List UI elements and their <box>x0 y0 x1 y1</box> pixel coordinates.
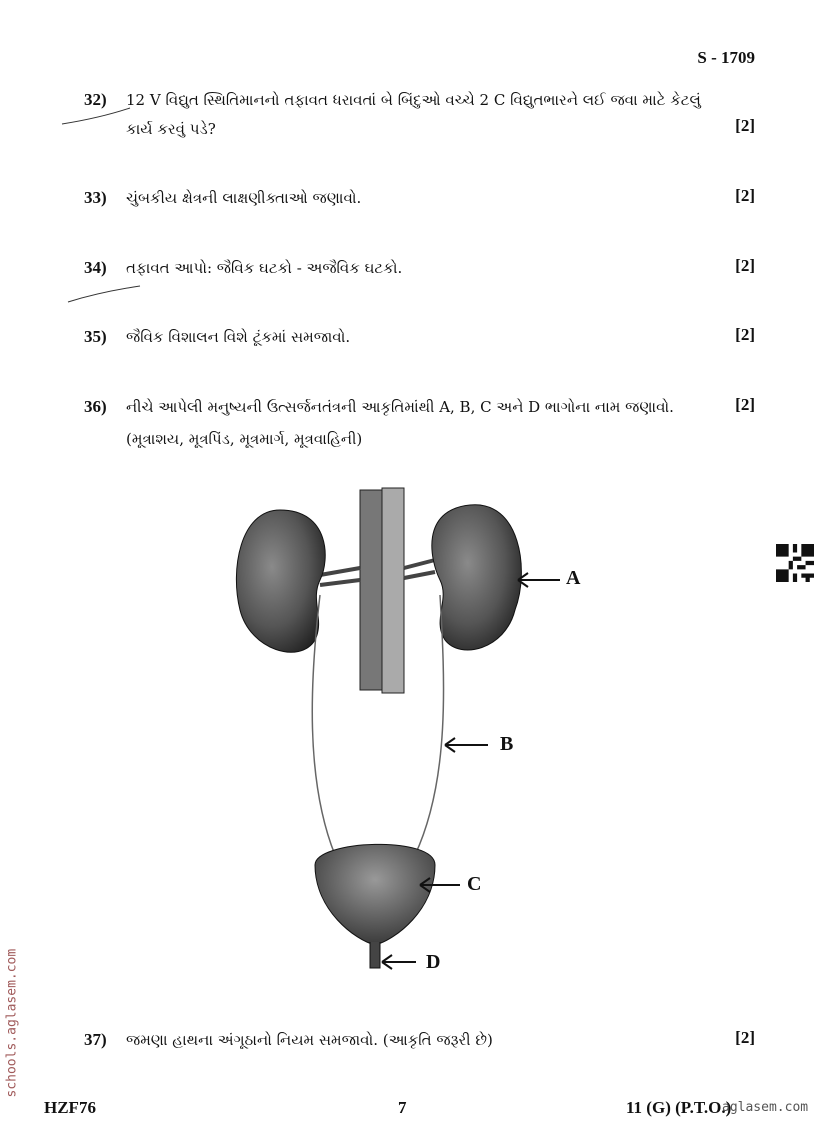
ureter-left <box>311 594 336 856</box>
footer-code: HZF76 <box>44 1098 96 1117</box>
vena-cava <box>381 487 405 694</box>
left-kidney <box>235 509 326 653</box>
question-number: 35) <box>84 327 107 346</box>
marks: [2] <box>735 186 755 205</box>
question-text: જમણા હાથના અંગૂઠાનો નિયમ સમજાવો. (આકૃતિ … <box>126 1031 493 1049</box>
label-c: C <box>467 873 482 895</box>
question-text: 12 V વિદ્યુત સ્થિતિમાનનો તફાવત ધરાવતાં બ… <box>126 91 701 109</box>
urethra <box>369 942 381 969</box>
paper-code: S - 1709 <box>697 48 755 67</box>
question-number: 37) <box>84 1030 107 1049</box>
label-a: A <box>566 567 581 589</box>
question-33: 33) ચુંબકીય ક્ષેત્રની લાક્ષણીક્તાઓ જણાવો. <box>84 184 361 212</box>
label-d: D <box>426 951 441 973</box>
ureter-right <box>414 594 445 856</box>
footer-right: 11 (G) (P.T.O.) <box>626 1098 732 1117</box>
urinary-bladder <box>314 843 436 946</box>
aorta <box>359 489 383 691</box>
qr-code <box>776 544 814 582</box>
marks: [2] <box>735 1028 755 1047</box>
question-number: 36) <box>84 397 107 416</box>
question-text: જૈવિક વિશાલન વિશે ટૂંકમાં સમજાવો. <box>126 328 351 346</box>
marks: [2] <box>735 395 755 414</box>
label-b: B <box>500 733 514 755</box>
corner-watermark: aglasem.com <box>722 1100 809 1115</box>
question-number: 34) <box>84 258 107 277</box>
excretory-system-diagram <box>235 487 560 970</box>
question-text: તફાવત આપો: જૈવિક ઘટકો - અજૈવિક ઘટકો. <box>126 259 403 277</box>
marks: [2] <box>735 325 755 344</box>
question-32: 32) 12 V વિદ્યુત સ્થિતિમાનનો તફાવત ધરાવતા… <box>84 86 701 114</box>
pen-marks <box>61 107 141 303</box>
question-37: 37) જમણા હાથના અંગૂઠાનો નિયમ સમજાવો. (આકૃ… <box>84 1026 493 1054</box>
question-text-cont: કાર્ય કરવું પડે? <box>126 120 216 138</box>
side-watermark: schools.aglasem.com <box>4 948 20 1098</box>
marks: [2] <box>735 116 755 135</box>
marks: [2] <box>735 256 755 275</box>
question-hint: (મૂત્રાશય, મૂત્રપિંડ, મૂત્રમાર્ગ, મૂત્રવ… <box>126 430 363 448</box>
question-text: ચુંબકીય ક્ષેત્રની લાક્ષણીક્તાઓ જણાવો. <box>126 189 362 207</box>
question-36: 36) નીચે આપેલી મનુષ્યની ઉત્સર્જનતંત્રની આ… <box>84 393 674 421</box>
right-kidney <box>431 504 522 651</box>
question-number: 32) <box>84 90 107 109</box>
question-35: 35) જૈવિક વિશાલન વિશે ટૂંકમાં સમજાવો. <box>84 323 350 351</box>
question-34: 34) તફાવત આપો: જૈવિક ઘટકો - અજૈવિક ઘટકો. <box>84 254 402 282</box>
question-number: 33) <box>84 188 107 207</box>
question-text: નીચે આપેલી મનુષ્યની ઉત્સર્જનતંત્રની આકૃત… <box>126 398 674 416</box>
page-number: 7 <box>398 1098 407 1117</box>
